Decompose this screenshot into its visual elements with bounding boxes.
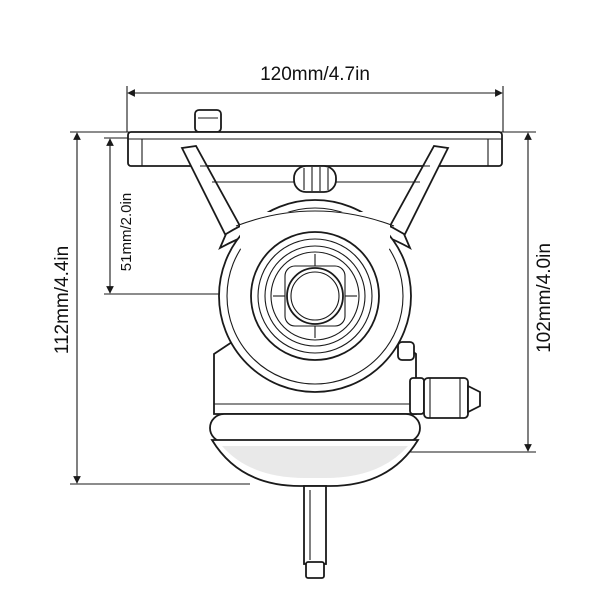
center-height-dimension: 51mm/2.0in — [104, 137, 316, 295]
bowl-base — [209, 413, 421, 487]
total-height-label: 112mm/4.4in — [52, 246, 73, 354]
drum-body — [218, 199, 412, 393]
camera-plate — [127, 109, 503, 167]
center-bolt — [303, 485, 327, 579]
center-height-label: 51mm/2.0in — [118, 193, 135, 271]
total-height-dimension: 112mm/4.4in — [52, 131, 250, 485]
width-label: 120mm/4.7in — [260, 64, 370, 85]
pan-handle-mount — [423, 377, 481, 419]
width-dimension: 120mm/4.7in — [126, 64, 504, 132]
tension-knob — [293, 165, 337, 193]
right-height-label: 102mm/4.0in — [534, 243, 555, 353]
